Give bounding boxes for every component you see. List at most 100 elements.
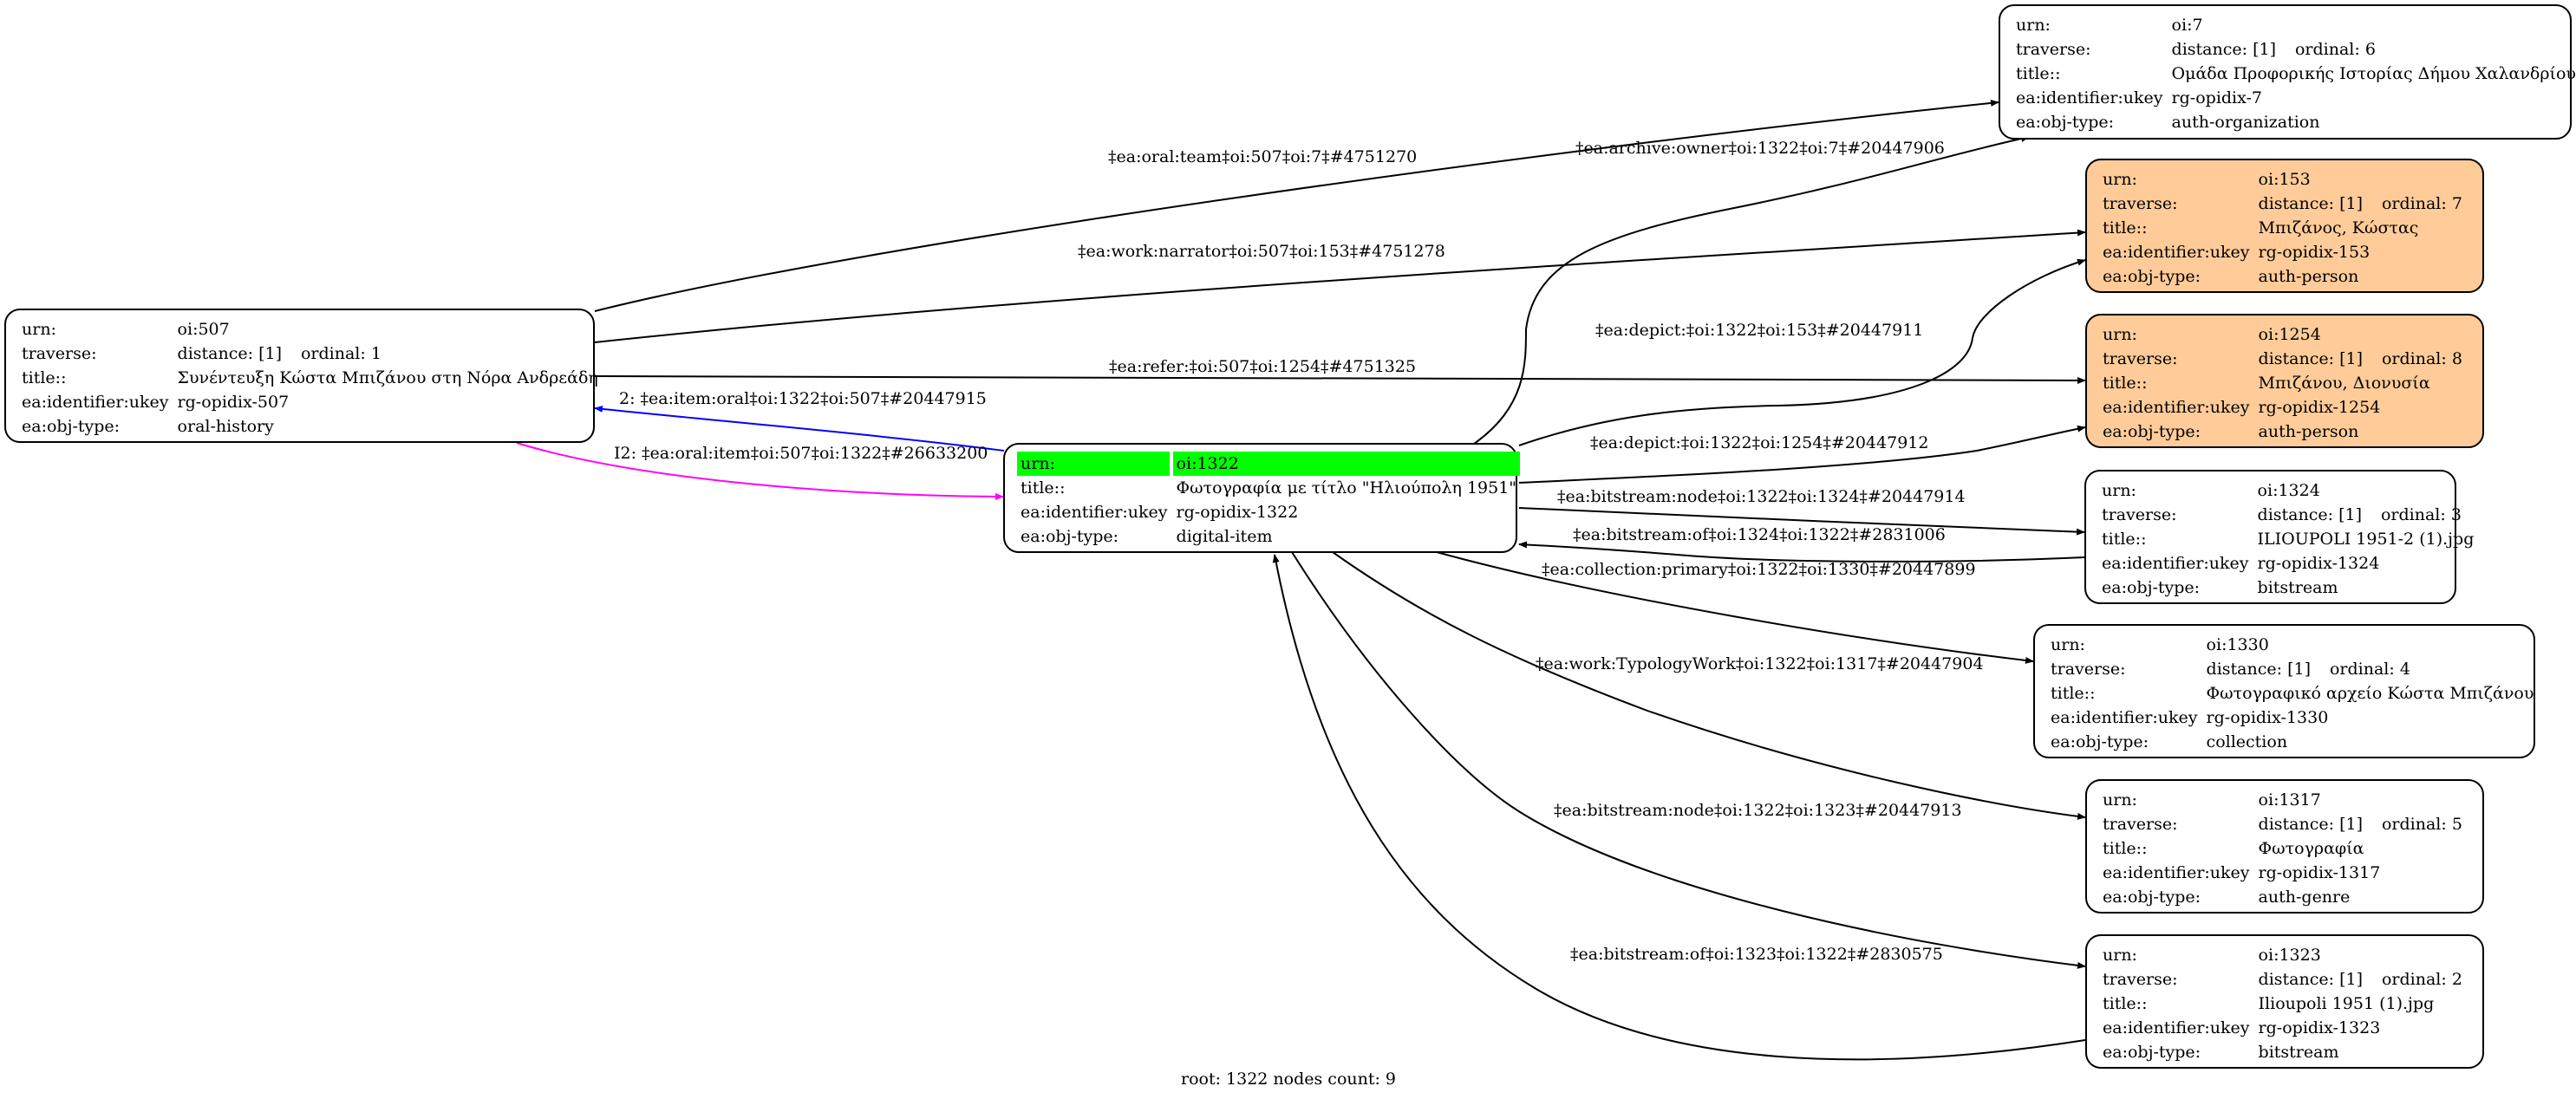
edge-label-work-narrator: ‡ea:work:narrator‡oi:507‡oi:153‡#4751278: [1078, 242, 1445, 261]
attribute-key: title::: [22, 368, 67, 387]
attribute-value-text: distance: [1]: [2258, 815, 2363, 834]
node-attribute-row: ea:obj-type:bitstream: [2098, 576, 2477, 600]
attribute-value: oi:1323: [2255, 943, 2466, 967]
attribute-key: traverse:: [2051, 660, 2126, 679]
attribute-value-text: rg-opidix-153: [2258, 243, 2371, 262]
node-attribute-row: ea:obj-type: oral-history: [18, 414, 602, 439]
node-attribute-row: title::Ομάδα Προφορικής Ιστορίας Δήμου Χ…: [2012, 62, 2576, 86]
attribute-key: ea:identifier:ukey: [2103, 1018, 2250, 1037]
node-attribute-row: urn: oi:153: [2099, 167, 2466, 192]
attribute-value: oi:1254: [2255, 322, 2466, 347]
attribute-value-text: oi:1322: [1176, 454, 1239, 473]
attribute-value: distance: [1] ordinal: 5: [2255, 812, 2466, 836]
attribute-value: rg-opidix-1323: [2255, 1016, 2466, 1040]
attribute-value-text: Συνέντευξη Κώστα Μπιζάνου στη Νόρα Ανδρε…: [177, 368, 598, 387]
attribute-value: Φωτογραφία: [2255, 836, 2466, 861]
node-attribute-row: urn:oi:1322: [1017, 452, 1521, 476]
node-attribute-row: title::Φωτογραφία: [2099, 836, 2466, 861]
attribute-key: urn:: [2102, 481, 2136, 500]
attribute-value-text: oral-history: [177, 417, 274, 436]
attribute-value-text: oi:7: [2171, 16, 2203, 35]
attribute-value-text: distance: [1]: [2206, 660, 2311, 679]
edge-label-collection: ‡ea:collection:primary‡oi:1322‡oi:1330‡#…: [1542, 560, 1976, 579]
edge-label-bs-of-1324: ‡ea:bitstream:of‡oi:1324‡oi:1322‡#283100…: [1573, 525, 1946, 544]
attribute-key: urn:: [2103, 790, 2137, 810]
attribute-value-text: Ilioupoli 1951 (1).jpg: [2258, 994, 2435, 1013]
edge-label-bs-node-1324: ‡ea:bitstream:node‡oi:1322‡oi:1324‡#2044…: [1557, 487, 1966, 506]
node-attribute-row: traverse:distance: [1]ordinal: 4: [2047, 657, 2537, 681]
attribute-ordinal-text: ordinal: 3: [2380, 505, 2462, 524]
attribute-key: ea:identifier:ukey: [22, 393, 169, 412]
attribute-key: urn:: [1017, 452, 1173, 476]
attribute-key: title::: [2103, 218, 2148, 237]
attribute-key: title::: [2103, 839, 2148, 858]
attribute-key: ea:obj-type:: [2103, 267, 2201, 286]
attribute-key: ea:obj-type:: [2103, 1043, 2201, 1062]
attribute-value-text: rg-opidix-1323: [2258, 1018, 2381, 1037]
attribute-value-text: Ομάδα Προφορικής Ιστορίας Δήμου Χαλανδρί…: [2171, 64, 2576, 83]
attribute-value: Συνέντευξη Κώστα Μπιζάνου στη Νόρα Ανδρε…: [174, 366, 602, 390]
attribute-key: urn:: [22, 320, 56, 339]
edge-depict-153: [1518, 258, 2086, 446]
attribute-value: rg-opidix-1322: [1173, 500, 1521, 524]
node-attribute-row: traverse:distance: [1]ordinal: 2: [2099, 967, 2466, 992]
attribute-value-text: auth-person: [2258, 267, 2359, 286]
attribute-value: oi:1330: [2203, 633, 2538, 657]
node-attribute-row: title::Ilioupoli 1951 (1).jpg: [2099, 992, 2466, 1016]
node-attribute-row: ea:obj-type: auth-organization: [2012, 110, 2576, 134]
node-attribute-row: title::Συνέντευξη Κώστα Μπιζάνου στη Νόρ…: [18, 366, 602, 390]
edge-item-oral: [594, 405, 1005, 452]
attribute-key: title::: [2103, 374, 2148, 393]
attribute-value-text: rg-opidix-1322: [1176, 503, 1299, 522]
attribute-value-text: Φωτογραφικό αρχείο Κώστα Μπιζάνου: [2206, 684, 2534, 703]
attribute-ordinal-text: ordinal: 5: [2381, 815, 2462, 834]
edge-label-bs-of-1323: ‡ea:bitstream:of‡oi:1323‡oi:1322‡#283057…: [1570, 945, 1943, 964]
attribute-value: Φωτογραφικό αρχείο Κώστα Μπιζάνου: [2203, 681, 2538, 706]
edge-oral-item: [516, 442, 1004, 500]
attribute-value-text: Μπιζάνου, Διονυσία: [2258, 374, 2430, 393]
edge-archive-owner: [1473, 135, 2030, 445]
attribute-value-text: oi:1330: [2206, 635, 2269, 654]
edge-refer: [594, 375, 2086, 384]
edge-collection: [1436, 551, 2034, 664]
attribute-key: title::: [2016, 64, 2061, 83]
node-attribute-row: urn:oi:1330: [2047, 633, 2537, 657]
attribute-key: ea:identifier:ukey: [1021, 503, 1168, 522]
node-attribute-row: traverse:distance: [1]ordinal: 8: [2099, 347, 2466, 371]
node-attribute-row: ea:obj-type:auth-genre: [2099, 885, 2466, 909]
edge-bs-of-1323: [1272, 554, 2086, 1061]
attribute-key: ea:obj-type:: [1021, 527, 1119, 546]
attribute-value: auth-organization: [2168, 110, 2576, 134]
edge-label-item-oral: 2: ‡ea:item:oral‡oi:1322‡oi:507‡#2044791…: [619, 389, 987, 408]
attribute-value: Ομάδα Προφορικής Ιστορίας Δήμου Χαλανδρί…: [2168, 62, 2576, 86]
attribute-key: ea:obj-type:: [2103, 888, 2201, 907]
edge-bs-node-1324: [1518, 507, 2085, 536]
attribute-key: title::: [1021, 478, 1066, 497]
edge-label-bs-node-1323: ‡ea:bitstream:node‡oi:1322‡oi:1323‡#2044…: [1554, 801, 1962, 820]
attribute-key: ea:obj-type:: [22, 417, 121, 436]
attribute-key: ea:obj-type:: [2016, 113, 2115, 132]
attribute-value: distance: [1]ordinal: 3: [2254, 503, 2478, 527]
attribute-value-text: oi:153: [2258, 170, 2311, 189]
attribute-key: urn:: [2103, 170, 2137, 189]
node-attribute-row: urn:oi:1324: [2098, 478, 2477, 503]
attribute-value: rg-opidix-1330: [2203, 706, 2538, 730]
attribute-value: distance: [1]ordinal: 7: [2255, 192, 2466, 216]
attribute-value: Μπιζάνος, Κώστας: [2255, 216, 2466, 240]
attribute-key: urn:: [2016, 16, 2051, 35]
